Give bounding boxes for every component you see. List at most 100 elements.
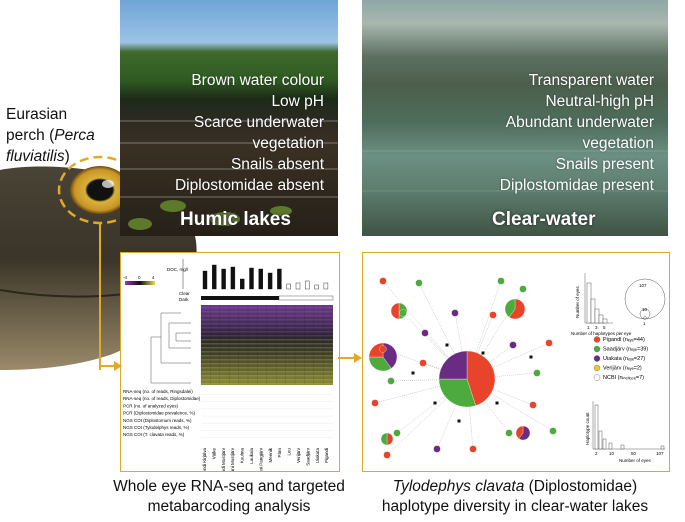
clear-label: Clear (179, 291, 190, 296)
median-vector (457, 419, 461, 423)
lake-name-label: Mäeseni Pangjärv (258, 447, 263, 471)
clear-lakes-bar (278, 295, 334, 301)
legend-swatch (593, 374, 601, 381)
data-row-label: RNA-seq (no. of reads, Ringsdalei) (123, 389, 193, 394)
lake-name-label: Hohendi Kirjälva (202, 448, 207, 471)
doc-bar (314, 284, 319, 290)
x-tick: 10 (609, 451, 615, 456)
fish-eye (70, 166, 130, 214)
lake-name-label: Haani Mustjärv (230, 447, 235, 471)
lake-name-label: Pendi Mustjärv (221, 447, 226, 471)
haplotype-network (368, 277, 557, 459)
haplotype-node (519, 285, 527, 293)
doc-bar (221, 268, 226, 290)
haplotype-node (393, 429, 401, 437)
eyes-axis2-label: Number of eyes (619, 458, 652, 463)
haplotype-node (549, 427, 557, 435)
lake-name-label: Laukala (249, 448, 254, 464)
haplotype-node (505, 429, 513, 437)
size-key-10: 10 (642, 307, 648, 312)
haplotype-slice (368, 342, 384, 358)
haplotype-node (497, 277, 505, 285)
haplotype-slice (515, 425, 524, 439)
heatmap-figure: DOC, mg/l Clear Dark -4 0 4 RNA-seq (no.… (123, 259, 334, 484)
lake-name-label: Kuulma (240, 448, 245, 464)
haplotype-node (383, 451, 391, 459)
humic-trait: Low pH (271, 93, 324, 110)
haplotype-node (545, 339, 553, 347)
x-tick: 107 (656, 451, 664, 456)
legend-swatch (593, 364, 601, 372)
lake-name-label: Väike (211, 448, 216, 460)
haplotype-node (509, 341, 517, 349)
median-vector (445, 343, 449, 347)
haplotype-node (451, 309, 459, 317)
node-size-key: 107 10 1 (624, 278, 666, 326)
dark-lakes-bar (201, 296, 279, 300)
legend-swatch (593, 345, 601, 353)
data-row-labels: RNA-seq (no. of reads, Ringsdalei) RNA-se… (123, 389, 333, 438)
median-vector (433, 401, 437, 405)
clear-trait: Abundant underwater (505, 114, 654, 131)
clear-trait: Diplostomidae present (499, 177, 654, 194)
median-vector (529, 355, 533, 359)
haplo-tick: 3 (595, 325, 598, 330)
lake-legend: Pigandi (nₑᵧₑ=44) Saadjärv (nₑᵧₑ=39) Uiaka… (593, 336, 648, 381)
median-vector (495, 401, 499, 405)
lake-name-label: Meenik (268, 447, 273, 462)
humic-trait: vegetation (252, 135, 324, 152)
scale-mid: 0 (138, 275, 141, 280)
haplotype-slice (438, 350, 468, 380)
legend-label: Pigandi (nₑᵧₑ=44) (603, 337, 645, 343)
clear-trait: vegetation (582, 135, 654, 152)
data-row-label: NGS COI (Tylodelphys reads, %) (123, 425, 190, 430)
haplotype-slice (380, 432, 388, 446)
doc-bar (212, 264, 217, 290)
haplotype-slice (386, 432, 394, 446)
left-caption: Whole eye RNA-seq and targeted metabarco… (113, 478, 345, 515)
humic-lake-photo: Brown water colour Low pH Scarce underwa… (120, 0, 338, 236)
arrow-to-heatmap (99, 358, 122, 371)
size-key-1: 1 (643, 321, 646, 326)
haplotype-node (399, 309, 407, 317)
clear-water-title: Clear-water (492, 209, 596, 230)
haplotype-node (371, 399, 379, 407)
haplotype-count-histogram: Haplotype count 2 10 50 107 Number of ey… (585, 401, 665, 463)
doc-bar (267, 272, 273, 290)
haplotype-node (387, 377, 395, 385)
haplotypes-per-eye-histogram: 1 3 5 Number of eyes Number of haplotype… (571, 273, 632, 336)
legend-label: NCBI (nᵢₙₑₗᵢₒₚₑ=7) (603, 375, 644, 381)
median-vector (411, 371, 415, 375)
humic-trait: Diplostomidae absent (174, 177, 324, 194)
data-row-label: RNA-seq (no. of reads, Diplostomidae) (123, 396, 201, 401)
doc-bar (239, 278, 245, 290)
heatmap-stripes (200, 305, 333, 385)
legend-swatch (593, 336, 601, 343)
doc-bar (258, 268, 264, 290)
humic-trait: Scarce underwater (193, 114, 324, 131)
lake-name-label: Uiakata (315, 448, 320, 464)
haplotype-slice (390, 302, 400, 320)
haplotype-node (419, 359, 427, 367)
haplotype-node (469, 445, 477, 453)
doc-bar (230, 266, 236, 290)
humic-trait: Brown water colour (191, 72, 324, 89)
haplotype-node (379, 277, 387, 285)
clear-trait: Transparent water (528, 72, 654, 89)
legend-label: Saadjärv (nₑᵧₑ=39) (603, 347, 648, 353)
haplotype-node (415, 279, 423, 287)
haplotype-figure: 1 3 5 Number of eyes Number of haplotype… (368, 273, 666, 463)
legend-label: Uiakata (nₑᵧₑ=27) (603, 356, 645, 362)
doc-axis-label: DOC, mg/l (167, 267, 188, 272)
clear-water-lake-photo: Transparent water Neutral-high pH Abunda… (362, 0, 668, 236)
data-row-label: NGS COI (Diplostomum reads, %) (123, 418, 192, 423)
lake-name-labels: Hohendi Kirjälva Väike Pendi Mustjärv Haani… (202, 447, 329, 484)
doc-bar (249, 267, 254, 290)
data-row-label: PCR (Diplostomidae prevalence, %) (123, 411, 196, 416)
haplotype-network-panel: 1 3 5 Number of eyes Number of haplotype… (362, 252, 670, 472)
haplo-tick: 1 (587, 325, 590, 330)
doc-bars (202, 264, 329, 290)
doc-bar (305, 280, 310, 290)
row-dendrogram (150, 312, 191, 384)
haplotype-node (379, 345, 387, 353)
